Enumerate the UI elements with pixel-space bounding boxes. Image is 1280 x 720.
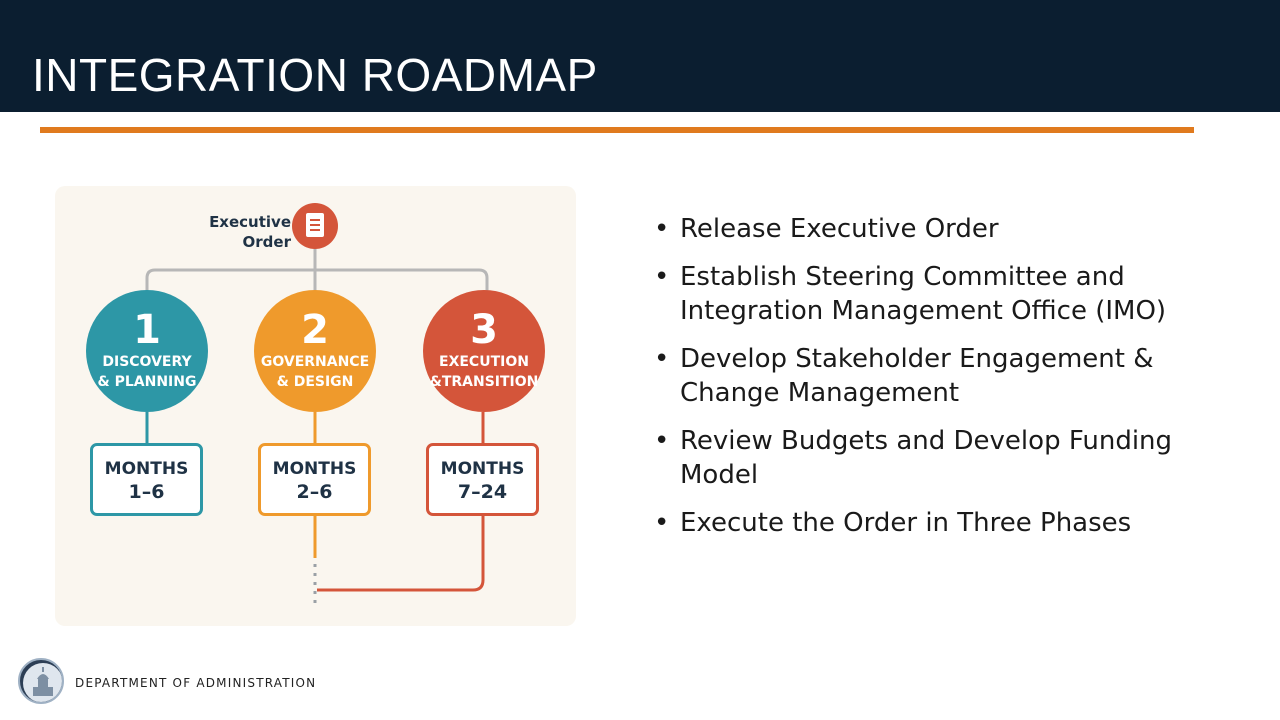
bullet-item: •Execute the Order in Three Phases <box>654 508 1132 538</box>
bullet-marker: • <box>654 262 670 292</box>
bullet-marker: • <box>654 508 670 538</box>
phase-1-circle: 1 DISCOVERY & PLANNING <box>86 290 208 412</box>
bullet-item: •Establish Steering Committee and Integr… <box>654 262 1167 326</box>
phase-3-months-box: MONTHS 7–24 <box>426 443 539 516</box>
phase-label: &TRANSITION <box>429 374 539 390</box>
phase-number: 2 <box>301 307 329 353</box>
phase-number: 3 <box>470 307 498 353</box>
document-icon <box>292 203 338 249</box>
phase3-timeline <box>317 516 485 592</box>
roadmap-diagram: Executive Order 1 DISCOVERY & PLANNING 2… <box>55 186 576 626</box>
accent-divider <box>40 127 1194 133</box>
bullet-item: •Develop Stakeholder Engagement & Change… <box>654 344 1154 408</box>
months-range: 2–6 <box>296 481 333 503</box>
phase-2-months-box: MONTHS 2–6 <box>258 443 371 516</box>
bullet-marker: • <box>654 344 670 374</box>
phase-3-circle: 3 EXECUTION &TRANSITION <box>423 290 545 412</box>
months-label: MONTHS <box>440 459 525 479</box>
months-range: 7–24 <box>457 481 508 503</box>
slide-title: INTEGRATION ROADMAP <box>32 49 598 101</box>
phase-1-months-box: MONTHS 1–6 <box>90 443 203 516</box>
bullet-list: •Release Executive Order •Establish Stee… <box>654 212 1214 554</box>
state-seal-icon <box>18 658 64 704</box>
department-name: DEPARTMENT OF ADMINISTRATION <box>75 676 317 690</box>
phase-label: & DESIGN <box>276 374 354 390</box>
title-bar: INTEGRATION ROADMAP <box>0 0 1280 112</box>
bullet-item: •Release Executive Order <box>654 214 999 244</box>
phase-number: 1 <box>133 307 161 353</box>
bullet-item: •Review Budgets and Develop Funding Mode… <box>654 426 1173 490</box>
tree-connectors <box>145 246 489 292</box>
executive-order-label: Executive Order <box>209 213 291 251</box>
months-label: MONTHS <box>104 459 189 479</box>
phase-label: & PLANNING <box>97 374 197 390</box>
bullet-marker: • <box>654 214 670 244</box>
bullet-marker: • <box>654 426 670 456</box>
months-label: MONTHS <box>272 459 357 479</box>
connector-lines <box>145 246 489 606</box>
phase-label: EXECUTION <box>439 354 529 370</box>
phase-2-circle: 2 GOVERNANCE & DESIGN <box>254 290 376 412</box>
months-range: 1–6 <box>128 481 165 503</box>
phase-label: DISCOVERY <box>102 354 192 370</box>
phase-label: GOVERNANCE <box>260 354 370 370</box>
